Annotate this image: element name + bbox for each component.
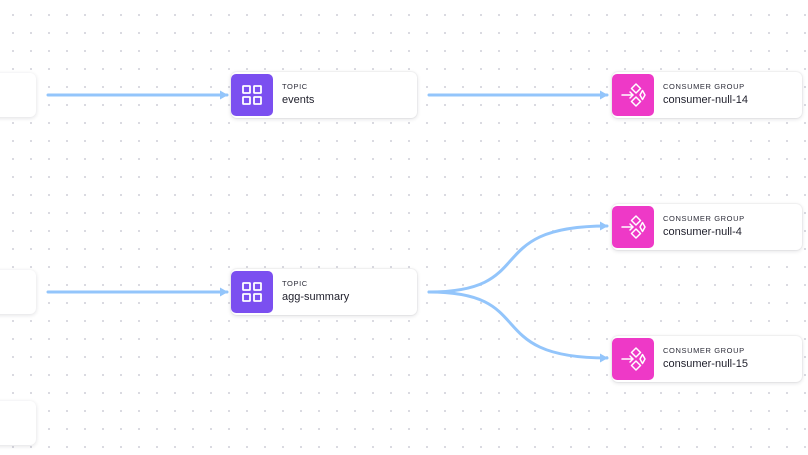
edge-agg-summary-to-consumer-null-4[interactable] xyxy=(427,221,609,294)
node-type-label: CONSUMER GROUP xyxy=(663,346,745,355)
node-name: events xyxy=(282,94,315,106)
topic-grid-icon xyxy=(231,74,273,116)
consumer-group-node-consumer-null-14[interactable]: CONSUMER GROUP consumer-null-14 xyxy=(612,72,802,118)
consumer-group-icon xyxy=(612,206,654,248)
node-name: consumer-null-4 xyxy=(663,226,742,238)
node-name: consumer-null-14 xyxy=(663,94,748,106)
topic-node-events[interactable]: TOPIC events xyxy=(231,72,417,118)
node-type-label: TOPIC xyxy=(282,279,308,288)
topic-node-agg-summary[interactable]: TOPIC agg-summary xyxy=(231,269,417,315)
consumer-group-icon xyxy=(612,74,654,116)
topic-grid-icon xyxy=(231,271,273,313)
edge-agg-summary-to-consumer-null-15[interactable] xyxy=(427,290,609,363)
upstream-node-3[interactable] xyxy=(0,401,36,445)
upstream-node-1[interactable] xyxy=(0,73,36,117)
consumer-group-icon xyxy=(612,338,654,380)
node-type-label: CONSUMER GROUP xyxy=(663,82,745,91)
node-type-label: CONSUMER GROUP xyxy=(663,214,745,223)
consumer-group-node-consumer-null-15[interactable]: CONSUMER GROUP consumer-null-15 xyxy=(612,336,802,382)
consumer-group-node-consumer-null-4[interactable]: CONSUMER GROUP consumer-null-4 xyxy=(612,204,802,250)
node-name: consumer-null-15 xyxy=(663,358,748,370)
node-name: agg-summary xyxy=(282,291,350,303)
upstream-node-2[interactable] xyxy=(0,270,36,314)
node-type-label: TOPIC xyxy=(282,82,308,91)
